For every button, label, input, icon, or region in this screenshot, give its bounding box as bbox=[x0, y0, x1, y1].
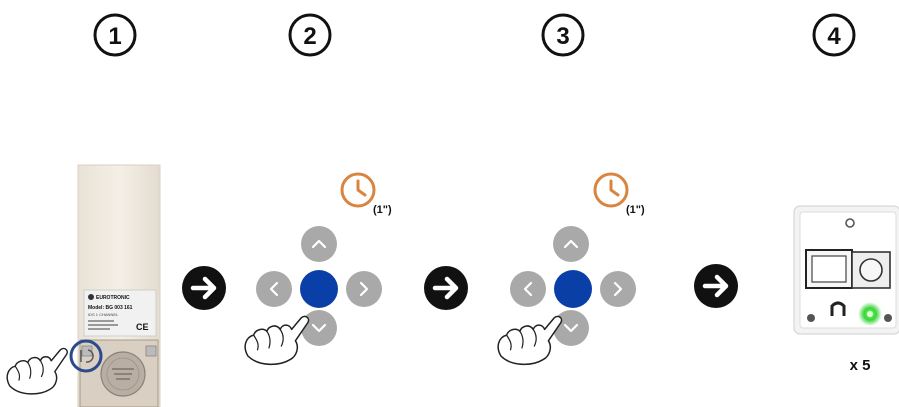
step-1-remote-photo: EUROTRONIC Model: BG 003 161 IDS 1 CHANN… bbox=[69, 164, 161, 407]
svg-text:1: 1 bbox=[108, 23, 121, 50]
step-4-repeat-count: x 5 bbox=[850, 357, 871, 374]
step-2-clock-icon bbox=[340, 172, 376, 208]
step-2-keypad bbox=[256, 226, 382, 346]
step-2-down-button bbox=[301, 310, 337, 346]
arrow-right-icon bbox=[424, 266, 468, 310]
device-channel-text: IDS 1 CHANNEL bbox=[88, 312, 119, 317]
step-2-center-button bbox=[300, 270, 338, 308]
step-3-duration: (1") bbox=[626, 204, 645, 216]
device-brand-text: EUROTRONIC bbox=[96, 295, 130, 301]
step-3-down-button bbox=[553, 310, 589, 346]
step-4-number: 4 bbox=[812, 13, 856, 57]
step-3-clock-icon bbox=[593, 172, 629, 208]
step-2-number: 2 bbox=[288, 13, 332, 57]
arrow-right-icon bbox=[694, 264, 738, 308]
step-4-receiver-photo bbox=[793, 205, 899, 335]
step-1-number: 1 bbox=[93, 13, 137, 57]
step-3-keypad bbox=[510, 226, 636, 346]
brand-logo-icon bbox=[88, 294, 94, 300]
arrow-right-icon bbox=[182, 266, 226, 310]
svg-text:4: 4 bbox=[827, 23, 841, 50]
step-3-left-button bbox=[510, 271, 546, 307]
step-2-right-button bbox=[346, 271, 382, 307]
step-3-right-button bbox=[600, 271, 636, 307]
svg-text:2: 2 bbox=[303, 23, 316, 50]
step-3-center-button bbox=[554, 270, 592, 308]
step-3-up-button bbox=[553, 226, 589, 262]
ce-mark: CE bbox=[136, 322, 149, 332]
highlighted-pair-button bbox=[69, 339, 103, 373]
step-2-left-button bbox=[256, 271, 292, 307]
step-2-duration: (1") bbox=[373, 204, 392, 216]
step-2-up-button bbox=[301, 226, 337, 262]
step-3-number: 3 bbox=[541, 13, 585, 57]
pointing-hand-icon bbox=[6, 347, 68, 395]
screw-icon bbox=[845, 218, 855, 228]
svg-text:3: 3 bbox=[556, 23, 569, 50]
step-3-pointing-hand-icon bbox=[497, 315, 563, 366]
step-2-pointing-hand-icon bbox=[244, 315, 310, 366]
device-model-text: Model: BG 003 161 bbox=[88, 305, 133, 311]
